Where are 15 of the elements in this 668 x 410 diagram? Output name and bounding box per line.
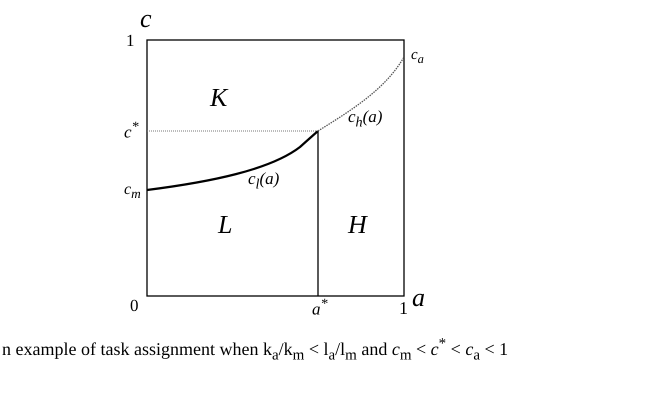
axis-label: c [140, 6, 152, 32]
tick-label: c$^{*}$ [124, 120, 139, 141]
tick-label: 1 [399, 299, 408, 317]
curve-label: c$_{h}$(a) [348, 108, 382, 130]
tick-label: a$^{*}$ [312, 297, 328, 318]
region-label: L [218, 212, 232, 238]
tick-label: 1 [126, 32, 134, 49]
region-label: K [210, 85, 228, 111]
curve-label: c$_{l}$(a) [248, 170, 280, 192]
curve-label: c$_{a}$ [411, 48, 424, 66]
tick-label: c$_{m}$ [124, 182, 141, 201]
tick-label: 0 [130, 297, 138, 314]
caption: n example of task assignment when k$_{a}$/k$_{m}$ < l$_{a}$/l$_{m}$ and c$_{m}$ < c$^{*}$ < c$_{a}$ < 1 [2, 336, 508, 365]
axis-label: a [412, 285, 425, 311]
region-label: H [348, 212, 367, 238]
